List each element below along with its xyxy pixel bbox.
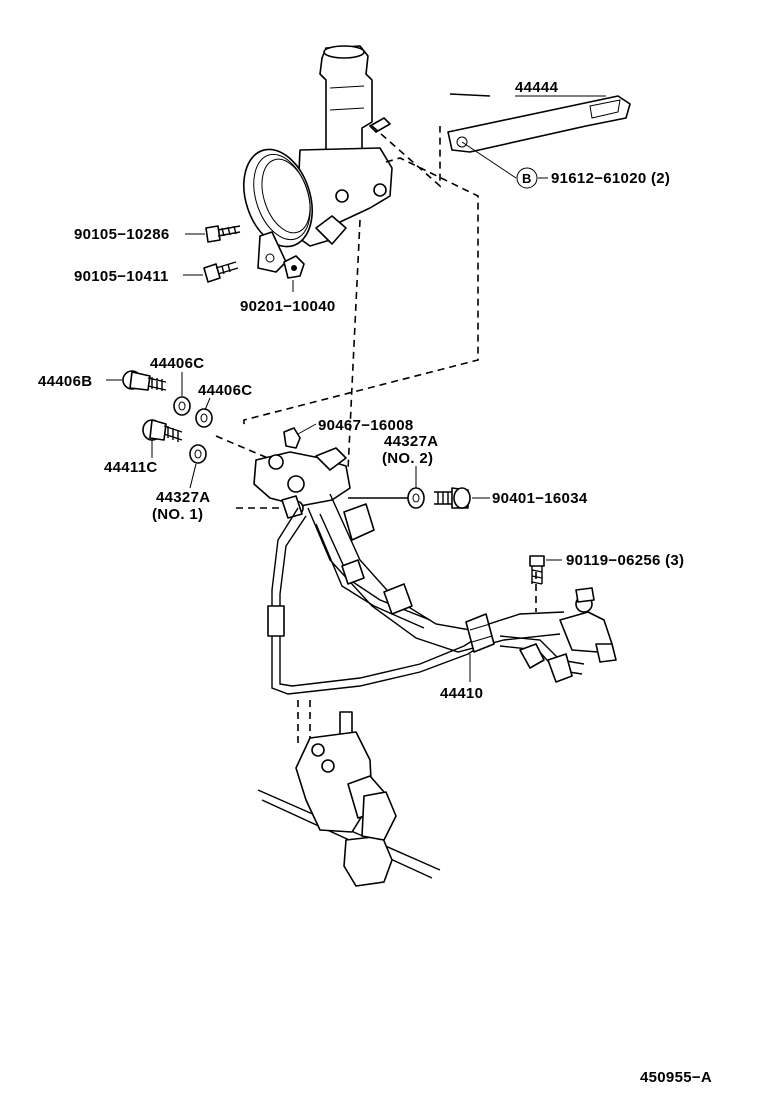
label-44444: 44444 <box>515 79 559 96</box>
union-bolt-44406b <box>122 370 167 391</box>
union-bolt-90401-16034 <box>434 487 471 509</box>
label-44406c-b: 44406C <box>198 382 252 399</box>
label-90467-16008: 90467−16008 <box>318 417 413 434</box>
label-44410: 44410 <box>440 685 483 702</box>
diagram-id: 450955−A <box>640 1069 712 1086</box>
label-90105-10286: 90105−10286 <box>74 226 169 243</box>
gasket-44327a-no2 <box>407 487 425 509</box>
gasket-44406c-a <box>173 396 191 416</box>
gasket-44406c-b <box>195 408 213 428</box>
clip-90467-16008 <box>283 427 301 449</box>
label-b-marker: B <box>522 171 532 186</box>
gasket-44327a-no1 <box>189 444 207 464</box>
label-44406b: 44406B <box>38 373 92 390</box>
label-90201-10040: 90201−10040 <box>240 298 335 315</box>
label-44327a-no1-sub: (NO. 1) <box>152 506 203 523</box>
steering-gear-housing <box>257 711 441 887</box>
label-44411c: 44411C <box>104 459 158 476</box>
callout-labels: 44444 B 91612−61020 (2) 90105−10286 9010… <box>38 79 712 1086</box>
pump-bracket-44444 <box>447 93 631 153</box>
label-90119-06256: 90119−06256 (3) <box>566 552 684 569</box>
pressure-feed-tube-44410 <box>253 447 617 695</box>
bolt-90105-10411 <box>203 261 239 283</box>
label-44327a-no2: 44327A <box>384 433 438 450</box>
nut-90201-10040 <box>283 255 305 279</box>
label-90105-10411: 90105−10411 <box>74 268 169 285</box>
label-44327a-no2-sub: (NO. 2) <box>382 450 433 467</box>
leader-91612 <box>461 141 517 179</box>
union-bolt-44411c <box>142 419 183 442</box>
label-44406c-a: 44406C <box>150 355 204 372</box>
label-90401-16034: 90401−16034 <box>492 490 588 507</box>
label-44327a-no1: 44327A <box>156 489 210 506</box>
label-91612-61020: 91612−61020 (2) <box>551 170 670 187</box>
b-marker-icon <box>516 167 538 189</box>
bolt-90105-10286 <box>205 225 241 243</box>
vane-pump-assembly <box>243 45 393 273</box>
bolt-90119-06256 <box>529 555 545 585</box>
